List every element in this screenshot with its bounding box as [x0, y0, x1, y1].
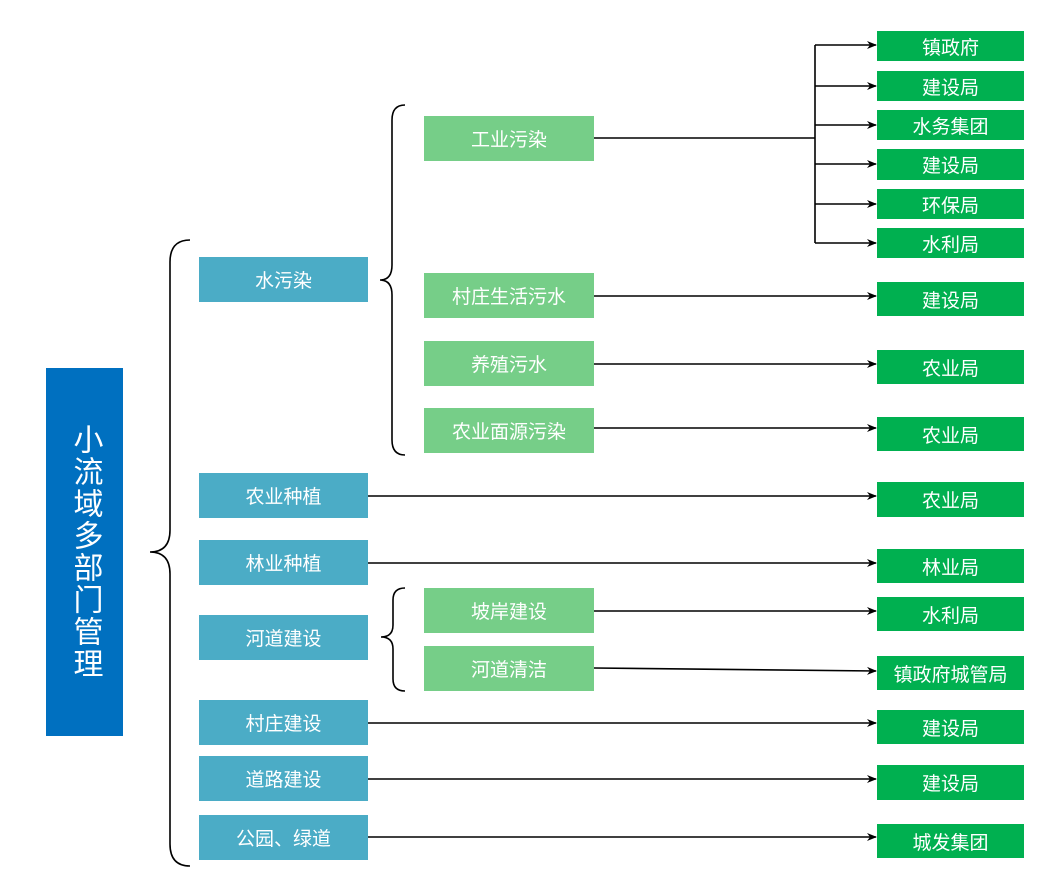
- water-pollution-brace: [379, 104, 406, 456]
- department-node: 水务集团: [877, 110, 1024, 140]
- department-node: 建设局: [877, 765, 1024, 800]
- root-brace: [149, 239, 191, 867]
- department-node: 农业局: [877, 417, 1024, 451]
- river-construction-brace: [380, 587, 406, 692]
- department-node: 建设局: [877, 710, 1024, 744]
- category-road-construction: 道路建设: [199, 756, 368, 801]
- industrial-fan: [594, 41, 877, 247]
- department-node: 林业局: [877, 549, 1024, 583]
- category-river-construction: 河道建设: [199, 615, 368, 660]
- sub-village-sewage: 村庄生活污水: [424, 273, 594, 318]
- category-agriculture-planting: 农业种植: [199, 473, 368, 518]
- department-node: 环保局: [877, 189, 1024, 219]
- sub-agri-nonpoint-pollution: 农业面源污染: [424, 408, 594, 453]
- sub-bank-construction: 坡岸建设: [424, 588, 594, 633]
- department-node: 镇政府城管局: [877, 656, 1024, 690]
- department-node: 农业局: [877, 350, 1024, 384]
- sub-industrial-pollution: 工业污染: [424, 116, 594, 161]
- department-node: 农业局: [877, 482, 1024, 517]
- root-node: 小流域多部门管理: [46, 368, 123, 736]
- department-node: 水利局: [877, 597, 1024, 631]
- department-node: 水利局: [877, 228, 1024, 258]
- sub-river-cleaning: 河道清洁: [424, 646, 594, 691]
- department-node: 镇政府: [877, 31, 1024, 61]
- department-node: 城发集团: [877, 824, 1024, 858]
- sub-breeding-sewage: 养殖污水: [424, 341, 594, 386]
- category-parks-greenways: 公园、绿道: [199, 815, 368, 860]
- category-village-construction: 村庄建设: [199, 700, 368, 745]
- category-water-pollution: 水污染: [199, 257, 368, 302]
- department-node: 建设局: [877, 282, 1024, 316]
- department-node: 建设局: [877, 71, 1024, 101]
- department-node: 建设局: [877, 149, 1024, 180]
- category-forestry-planting: 林业种植: [199, 540, 368, 585]
